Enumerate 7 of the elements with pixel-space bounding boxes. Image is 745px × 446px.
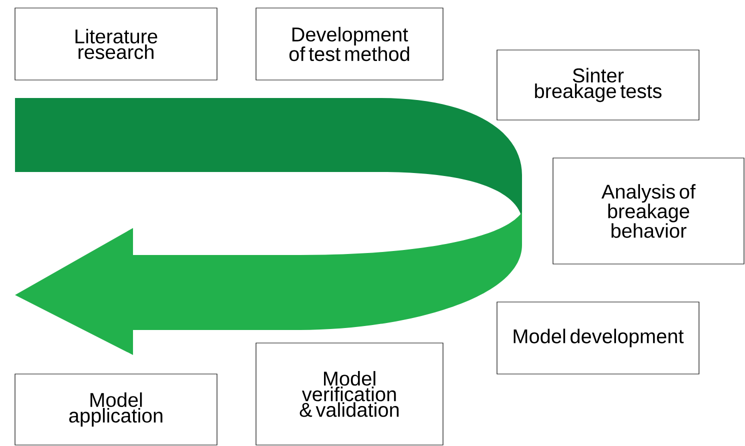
step-box: Development of test method: [256, 8, 444, 80]
step-box: Analysis of breakage behavior: [552, 158, 744, 264]
step-box: Model application: [14, 374, 218, 446]
step-box: Model verification & validation: [256, 342, 444, 446]
step-box: Literature research: [14, 8, 218, 80]
step-box: Model development: [496, 302, 700, 374]
step-box: Sinter breakage tests: [496, 50, 700, 120]
